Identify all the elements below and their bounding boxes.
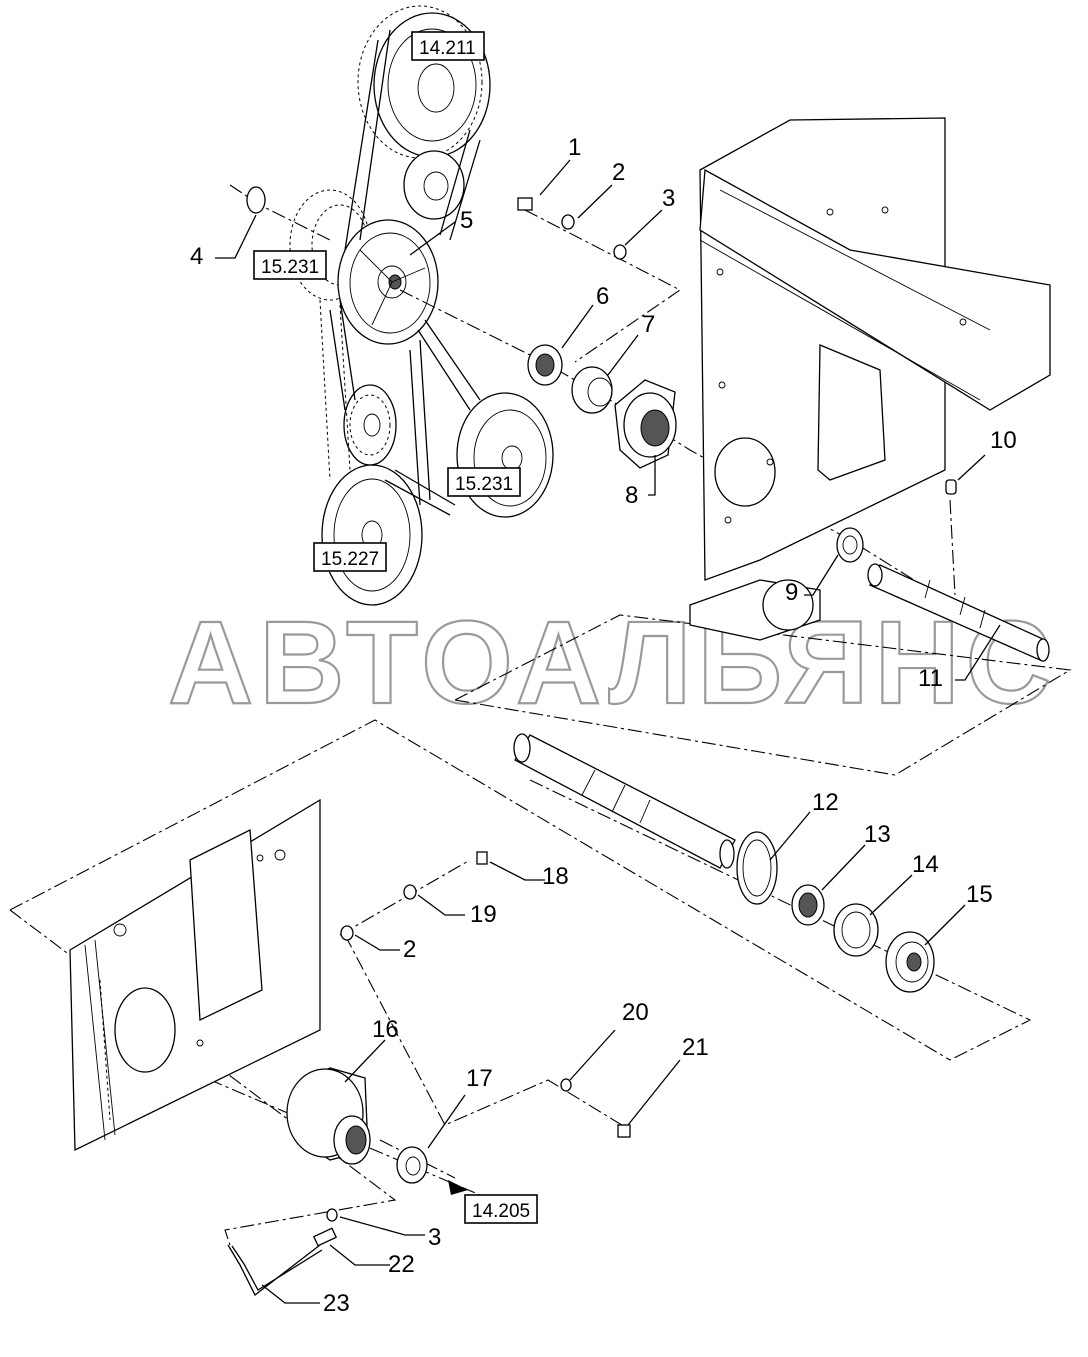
- ref-box-15-231-left[interactable]: 15.231: [253, 250, 327, 280]
- frame-panel-lower: [69, 798, 321, 1152]
- lower-shaft-assembly: [513, 733, 935, 993]
- callout-18: 18: [542, 863, 569, 890]
- callout-23: 23: [323, 1290, 350, 1317]
- callout-7: 7: [642, 311, 655, 338]
- callout-6: 6: [596, 283, 609, 310]
- callout-10: 10: [990, 427, 1017, 454]
- ref-box-15-227[interactable]: 15.227: [313, 542, 387, 572]
- svg-text:14.211: 14.211: [419, 38, 476, 59]
- belt-drive-assembly: [289, 5, 554, 606]
- ref-box-14-205[interactable]: 14.205: [464, 1194, 538, 1224]
- callout-21: 21: [682, 1034, 709, 1061]
- callout-16: 16: [372, 1016, 399, 1043]
- callout-17: 17: [466, 1065, 493, 1092]
- frame-panel-upper: [689, 117, 1051, 641]
- callout-20: 20: [622, 999, 649, 1026]
- callout-22: 22: [388, 1251, 415, 1278]
- ref-box-15-231-right[interactable]: 15.231: [447, 467, 521, 497]
- callout-9: 9: [785, 579, 798, 606]
- upper-hardware: [246, 186, 1050, 662]
- watermark-text: АВТОАЛЬЯНС: [168, 597, 1057, 729]
- callout-numbers: 1 2 3 4 5 6 7 8 9 10 11 12 13 14 15 16 1…: [190, 134, 1017, 1317]
- svg-text:15.231: 15.231: [261, 257, 319, 278]
- reference-boxes: 14.211 15.231 15.231 15.227 14.205: [253, 31, 538, 1224]
- callout-4: 4: [190, 243, 203, 270]
- callout-12: 12: [812, 789, 839, 816]
- callout-2: 2: [612, 159, 625, 186]
- callout-15: 15: [966, 881, 993, 908]
- callout-11: 11: [918, 665, 943, 692]
- callout-13: 13: [864, 821, 891, 848]
- svg-text:15.227: 15.227: [321, 549, 379, 570]
- lower-hardware: [227, 851, 631, 1296]
- callout-19: 19: [470, 901, 497, 928]
- ref-box-14-211[interactable]: 14.211: [411, 31, 485, 61]
- callout-2b: 2: [403, 936, 416, 963]
- svg-text:14.205: 14.205: [472, 1201, 530, 1222]
- callout-8: 8: [625, 482, 638, 509]
- svg-text:15.231: 15.231: [455, 474, 513, 495]
- callout-14: 14: [912, 851, 939, 878]
- callout-1: 1: [568, 134, 581, 161]
- leader-lines: [215, 159, 1001, 1304]
- callout-5: 5: [460, 207, 473, 234]
- callout-3: 3: [662, 185, 675, 212]
- callout-3b: 3: [428, 1224, 441, 1251]
